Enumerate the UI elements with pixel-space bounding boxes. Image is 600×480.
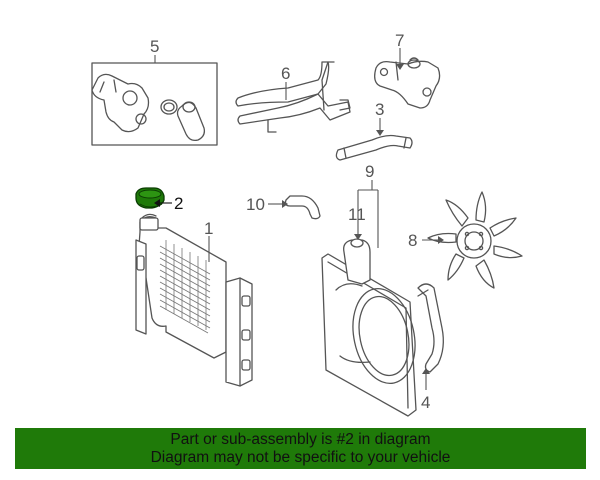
part-info-banner: Part or sub-assembly is #2 in diagram Di… xyxy=(15,428,586,469)
part-4-lower-hose[interactable] xyxy=(417,283,444,373)
part-label-10: 10 xyxy=(246,195,265,214)
part-label-11: 11 xyxy=(348,205,366,224)
part-label-4: 4 xyxy=(421,393,430,412)
part-11-coolant-reservoir[interactable] xyxy=(343,238,371,285)
part-10-overflow-hose[interactable] xyxy=(284,195,321,220)
part-label-2: 2 xyxy=(174,194,183,213)
part-1-radiator[interactable] xyxy=(135,213,253,387)
part-6-water-pipe[interactable] xyxy=(235,61,351,133)
part-label-1: 1 xyxy=(204,219,213,238)
part-label-6: 6 xyxy=(281,64,290,83)
part-label-8: 8 xyxy=(408,231,417,250)
part-label-5: 5 xyxy=(150,37,159,56)
radiator-core-fins xyxy=(159,240,211,334)
footer-line-2: Diagram may not be specific to your vehi… xyxy=(150,449,451,466)
footer-line-1: Part or sub-assembly is #2 in diagram xyxy=(170,431,431,448)
part-label-3: 3 xyxy=(375,100,384,119)
part-7-water-outlet[interactable] xyxy=(374,57,441,109)
part-9-fan-shroud[interactable] xyxy=(321,253,423,417)
part-5-thermostat-housing-kit[interactable] xyxy=(91,62,218,146)
part-3-hose[interactable] xyxy=(335,134,413,161)
part-label-9: 9 xyxy=(365,162,374,181)
part-label-7: 7 xyxy=(395,31,404,50)
part-8-cooling-fan[interactable] xyxy=(427,191,523,289)
